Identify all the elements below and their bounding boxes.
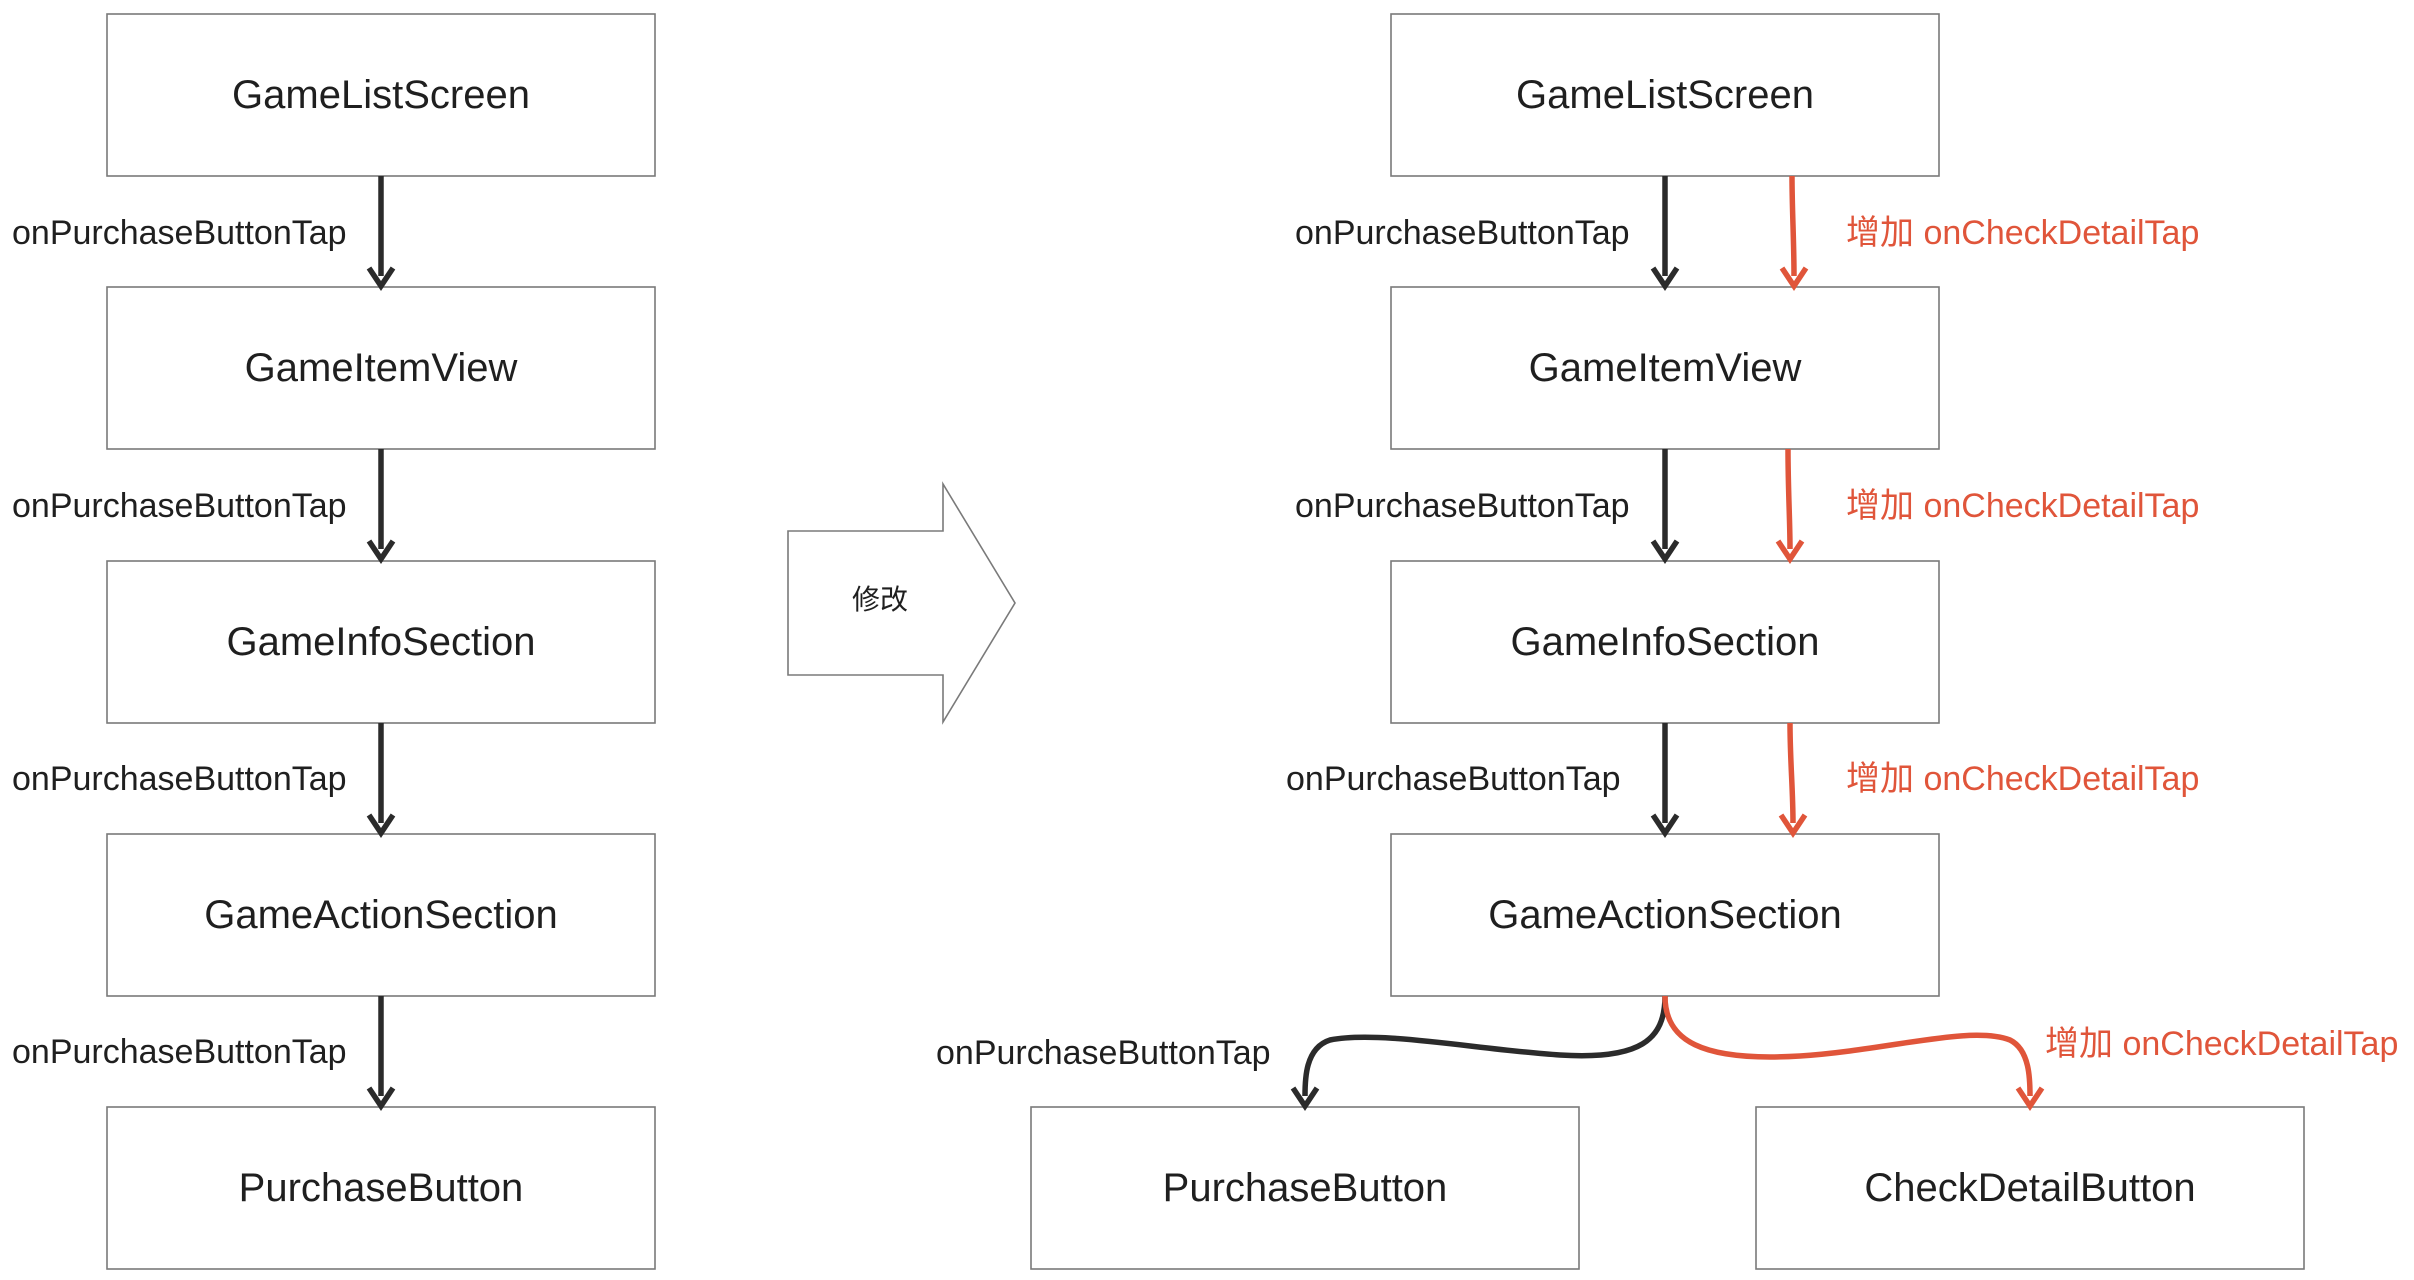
edge-label: onPurchaseButtonTap	[12, 760, 347, 798]
left-box-label: GameActionSection	[204, 893, 558, 937]
left-box-game-list-screen: GameListScreen	[106, 13, 656, 177]
right-box-game-item-view: GameItemView	[1390, 286, 1940, 450]
edge-label: onPurchaseButtonTap	[12, 487, 347, 525]
left-edge-1: onPurchaseButtonTap	[12, 176, 396, 291]
left-box-label: GameInfoSection	[226, 620, 535, 664]
right-black-edge-3: onPurchaseButtonTap	[1286, 723, 1680, 838]
edge-label: onPurchaseButtonTap	[1295, 487, 1630, 525]
edge-label: onPurchaseButtonTap	[12, 1033, 347, 1071]
left-box-label: PurchaseButton	[239, 1166, 524, 1210]
right-red-edge-2: 增加 onCheckDetailTap	[1775, 448, 2199, 564]
right-red-edge-4: 增加 onCheckDetailTap	[1662, 995, 2398, 1111]
right-box-label: GameInfoSection	[1510, 620, 1819, 664]
left-box-game-action-section: GameActionSection	[106, 833, 656, 997]
right-red-edge-3: 增加 onCheckDetailTap	[1778, 722, 2199, 838]
left-diagram: GameListScreen GameItemView GameInfoSect…	[12, 13, 656, 1270]
right-box-check-detail-button: CheckDetailButton	[1755, 1106, 2305, 1270]
edge-label: 增加 onCheckDetailTap	[1846, 487, 2199, 525]
left-box-label: GameListScreen	[232, 73, 530, 117]
right-box-label: GameActionSection	[1488, 893, 1842, 937]
right-box-label: GameListScreen	[1516, 73, 1814, 117]
left-box-game-info-section: GameInfoSection	[106, 560, 656, 724]
right-box-label: CheckDetailButton	[1864, 1166, 2195, 1210]
right-black-edge-2: onPurchaseButtonTap	[1295, 449, 1680, 564]
right-black-edge-1: onPurchaseButtonTap	[1295, 176, 1680, 291]
right-red-edge-1: 增加 onCheckDetailTap	[1779, 175, 2199, 291]
edge-label: onPurchaseButtonTap	[12, 214, 347, 252]
right-box-game-list-screen: GameListScreen	[1390, 13, 1940, 177]
edge-label: onPurchaseButtonTap	[1295, 214, 1630, 252]
left-edge-2: onPurchaseButtonTap	[12, 449, 396, 564]
transition-arrow-label: 修改	[852, 584, 908, 615]
transition-arrow: 修改	[787, 481, 1016, 725]
left-box-label: GameItemView	[245, 346, 518, 390]
left-box-purchase-button: PurchaseButton	[106, 1106, 656, 1270]
left-edge-3: onPurchaseButtonTap	[12, 723, 396, 838]
left-edge-4: onPurchaseButtonTap	[12, 996, 396, 1111]
right-black-edge-4: onPurchaseButtonTap	[936, 995, 1668, 1111]
edge-label: 增加 onCheckDetailTap	[1846, 760, 2199, 798]
edge-label: 增加 onCheckDetailTap	[1846, 214, 2199, 252]
right-box-label: GameItemView	[1529, 346, 1802, 390]
edge-label: 增加 onCheckDetailTap	[2045, 1025, 2398, 1063]
right-box-game-action-section: GameActionSection	[1390, 833, 1940, 997]
right-box-label: PurchaseButton	[1163, 1166, 1448, 1210]
edge-label: onPurchaseButtonTap	[936, 1034, 1271, 1072]
right-box-game-info-section: GameInfoSection	[1390, 560, 1940, 724]
left-box-game-item-view: GameItemView	[106, 286, 656, 450]
right-box-purchase-button: PurchaseButton	[1030, 1106, 1580, 1270]
right-diagram: GameListScreen GameItemView GameInfoSect…	[936, 13, 2398, 1270]
edge-label: onPurchaseButtonTap	[1286, 760, 1621, 798]
